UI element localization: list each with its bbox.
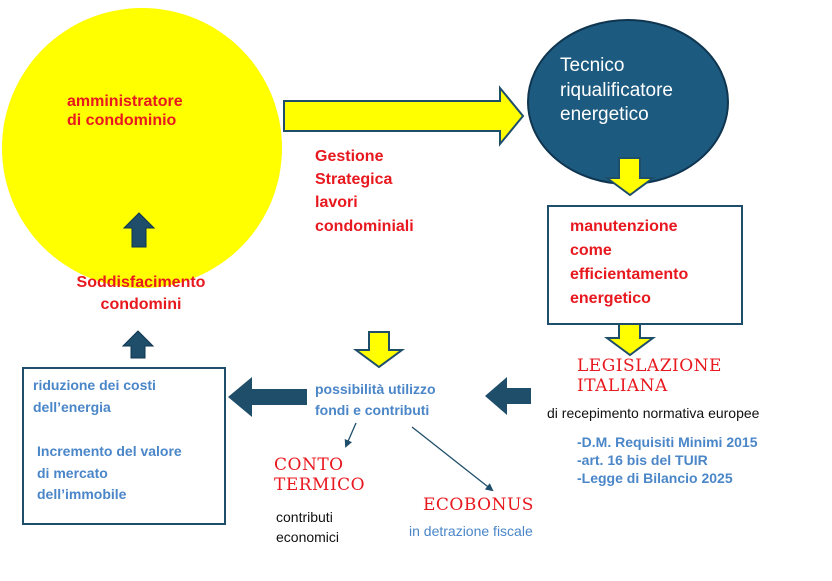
arrow-fondi-to-riduzione <box>228 377 307 417</box>
tecnico-label-line3: energetico <box>560 104 649 126</box>
norma-legge-bilancio: -Legge di Bilancio 2025 <box>577 470 733 487</box>
contributi-label: contributi economici <box>276 507 339 548</box>
contributi-line2: economici <box>276 529 340 546</box>
arrow-riduzione-to-soddisf <box>121 330 155 359</box>
tecnico-label-line1: Tecnico <box>560 55 625 76</box>
manutenzione-label: manutenzione come efficientamento energe… <box>570 215 688 311</box>
conto-line1: CONTO <box>274 455 344 475</box>
gestione-label: Gestione Strategica lavori condominiali <box>315 145 414 238</box>
riduzione-line1: riduzione dei costi <box>33 377 156 393</box>
recepimento-label: di recepimento normativa europee <box>547 405 760 421</box>
admin-label: amministratore di condominio <box>67 92 183 130</box>
conto-termico-label: CONTO TERMICO <box>274 455 365 496</box>
arrow-fondi-to-conto <box>344 422 357 448</box>
incremento-line2: di mercato <box>37 464 108 481</box>
soddisf-line2: condomini <box>100 296 182 314</box>
tecnico-label: Tecnico riqualificatore energetico <box>560 54 673 128</box>
norma-dm-requisiti: -D.M. Requisiti Minimi 2015 <box>577 434 758 450</box>
fondi-label: possibilità utilizzo fondi e contributi <box>315 379 436 421</box>
arrow-down-fondi <box>352 331 406 369</box>
manut-line3: efficientamento <box>570 266 689 283</box>
admin-label-line2: di condominio <box>67 112 177 130</box>
manutenzione-box <box>547 205 743 325</box>
riduzione-label: riduzione dei costi dell’energia <box>33 375 156 418</box>
incremento-line1: Incremento del valore <box>37 443 182 459</box>
legis-line1: LEGISLAZIONE <box>577 356 722 376</box>
tecnico-label-line2: riqualificatore <box>560 79 673 101</box>
arrow-admin-to-tecnico <box>283 85 525 147</box>
incremento-line3: dell’immobile <box>37 486 127 503</box>
arrow-fondi-to-ecobonus <box>411 426 494 492</box>
fondi-line1: possibilità utilizzo <box>315 381 436 397</box>
benefici-box <box>22 367 226 525</box>
gestione-line4: condominiali <box>315 217 414 235</box>
admin-circle <box>2 8 282 288</box>
legislazione-label: LEGISLAZIONE ITALIANA <box>577 356 722 397</box>
detrazione-label: in detrazione fiscale <box>409 523 533 539</box>
arrow-legis-to-fondi <box>485 377 531 415</box>
riduzione-line2: dell’energia <box>33 398 111 415</box>
arrow-tecnico-to-manut <box>603 157 657 197</box>
contributi-line1: contributi <box>276 509 333 525</box>
arrow-soddisf-to-admin <box>122 212 156 248</box>
norma-art-16-bis: -art. 16 bis del TUIR <box>577 452 708 469</box>
soddisf-line1: Soddisfacimento <box>76 274 206 291</box>
incremento-label: Incremento del valore di mercato dell’im… <box>37 441 182 506</box>
normative-list: -D.M. Requisiti Minimi 2015 -art. 16 bis… <box>577 433 757 488</box>
admin-label-line1: amministratore <box>67 93 183 110</box>
conto-line2: TERMICO <box>274 475 366 496</box>
ecobonus-label: ECOBONUS <box>423 495 534 515</box>
fondi-line2: fondi e contributi <box>315 402 430 418</box>
manut-line2: come <box>570 242 612 259</box>
legis-line2: ITALIANA <box>577 376 668 397</box>
soddisfacimento-label: Soddisfacimento condomini <box>56 272 226 317</box>
manut-line1: manutenzione <box>570 218 678 235</box>
gestione-line1: Gestione <box>315 148 384 165</box>
gestione-line3: lavori <box>315 194 358 212</box>
gestione-line2: Strategica <box>315 171 393 189</box>
manut-line4: energetico <box>570 290 651 307</box>
